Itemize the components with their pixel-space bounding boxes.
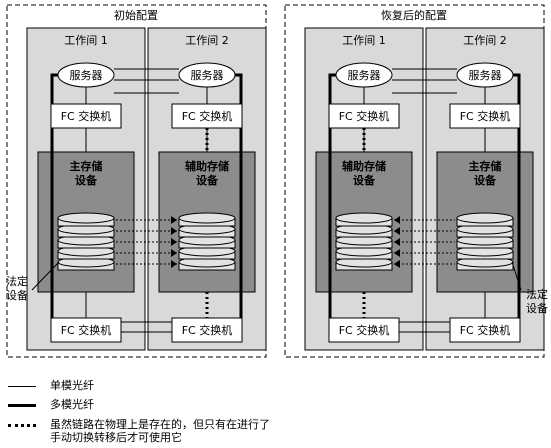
fc-switch-bottom: [171, 317, 243, 343]
replication-arrow: [394, 238, 400, 246]
disk-stack-icon: [57, 212, 115, 271]
room-title: 工作间 2: [185, 34, 229, 47]
fc-switch-top: [328, 103, 400, 129]
quorum-device-label: 法定设备: [6, 274, 28, 302]
fc-switch-label: FC 交换机: [460, 323, 511, 337]
server-label: 服务器: [191, 69, 224, 82]
room-title: 工作间 2: [463, 34, 507, 47]
fc-switch-label: FC 交换机: [339, 109, 390, 123]
disk-stack-icon: [335, 212, 393, 271]
replication-arrow: [171, 260, 177, 268]
replication-arrow: [394, 260, 400, 268]
replication-arrow: [394, 249, 400, 257]
legend-label-manual-link: 虽然链路在物理上是存在的，但只有在进行了 手动切换转移后才可使用它: [50, 418, 270, 444]
replication-arrow: [171, 249, 177, 257]
room-title: 工作间 1: [64, 34, 108, 47]
server-node: [456, 62, 514, 88]
disk-stack-icon: [178, 212, 236, 271]
replication-arrow: [171, 227, 177, 235]
disk-platter: [57, 212, 115, 224]
fc-switch-label: FC 交换机: [182, 109, 233, 123]
fc-switch-label: FC 交换机: [61, 323, 112, 337]
fc-switch-top: [171, 103, 243, 129]
fc-switch-label: FC 交换机: [460, 109, 511, 123]
panel-title: 初始配置: [114, 8, 158, 22]
replication-arrow: [394, 227, 400, 235]
fc-switch-label: FC 交换机: [61, 109, 112, 123]
replication-arrow: [171, 216, 177, 224]
storage-label: 主存储设备: [469, 159, 502, 187]
fc-switch-top: [50, 103, 122, 129]
quorum-callout-line: [511, 261, 522, 291]
fc-switch-bottom: [328, 317, 400, 343]
storage-label: 辅助存储设备: [342, 159, 386, 187]
disk-platter: [456, 212, 514, 224]
server-node: [178, 62, 236, 88]
replication-arrow: [394, 216, 400, 224]
legend-label-multi-mode: 多模光纤: [50, 398, 94, 411]
storage-label: 辅助存储设备: [185, 159, 229, 187]
fc-switch-bottom: [449, 317, 521, 343]
quorum-callout-line: [31, 261, 60, 291]
server-node: [57, 62, 115, 88]
legend-label-single-mode: 单模光纤: [50, 379, 94, 392]
server-label: 服务器: [469, 69, 502, 82]
storage-label: 主存储设备: [70, 159, 103, 187]
fc-switch-bottom: [50, 317, 122, 343]
fc-switch-label: FC 交换机: [182, 323, 233, 337]
disk-platter: [178, 212, 236, 224]
dotted-line-sample: [8, 424, 36, 427]
fc-switch-label: FC 交换机: [339, 323, 390, 337]
thin-line-sample: [8, 386, 36, 387]
disk-platter: [335, 212, 393, 224]
server-label: 服务器: [70, 69, 103, 82]
server-node: [335, 62, 393, 88]
panel-title: 恢复后的配置: [381, 8, 447, 22]
room-title: 工作间 1: [342, 34, 386, 47]
thick-line-sample: [8, 404, 36, 407]
disk-stack-icon: [456, 212, 514, 271]
replication-arrow: [171, 238, 177, 246]
fc-switch-top: [449, 103, 521, 129]
server-label: 服务器: [348, 69, 381, 82]
quorum-device-label: 法定设备: [526, 287, 548, 315]
